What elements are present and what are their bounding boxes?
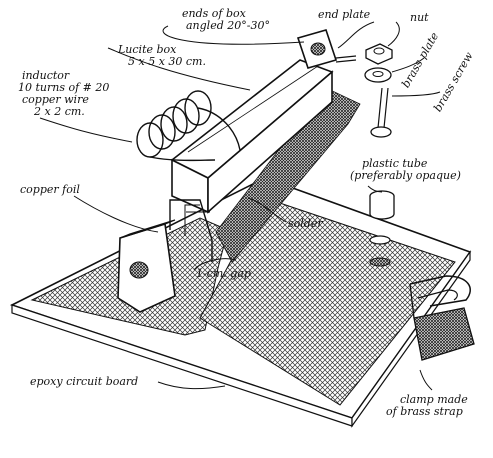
label-gap: 1-cm. gap (196, 267, 251, 280)
label-lucite-box-1: Lucite box (118, 43, 177, 56)
label-plastic-tube-1: plastic tube (362, 157, 428, 170)
nut (365, 43, 393, 65)
label-copper-foil: copper foil (20, 183, 80, 196)
clamp (409, 275, 475, 361)
brass-screw (370, 87, 392, 138)
label-ends-of-box-2: angled 20°-30° (186, 19, 270, 32)
label-nut: nut (410, 11, 429, 24)
leader-lines (39, 21, 441, 391)
label-inductor-2: 10 turns of # 20 (18, 81, 110, 94)
label-inductor-3: copper wire (22, 93, 89, 106)
label-lucite-box-2: 5 x 5 x 30 cm. (128, 55, 206, 68)
label-inductor-4: 2 x 2 cm. (34, 105, 85, 118)
label-epoxy-board: epoxy circuit board (30, 375, 139, 388)
label-solder: solder (288, 217, 323, 230)
label-ends-of-box-1: ends of box (182, 7, 246, 20)
label-plastic-tube-2: (preferably opaque) (350, 169, 461, 182)
inductor-coil (136, 90, 241, 162)
lucite-box (170, 59, 334, 214)
end-plate (296, 29, 357, 69)
foil-bracket (169, 199, 213, 262)
label-clamp-1: clamp made (400, 393, 468, 406)
plastic-tube (369, 190, 395, 267)
end-block (117, 219, 176, 313)
brass-plate (364, 67, 392, 83)
label-clamp-2: of brass strap (386, 405, 463, 418)
label-inductor-1: inductor (22, 69, 70, 82)
label-end-plate: end plate (318, 8, 371, 21)
